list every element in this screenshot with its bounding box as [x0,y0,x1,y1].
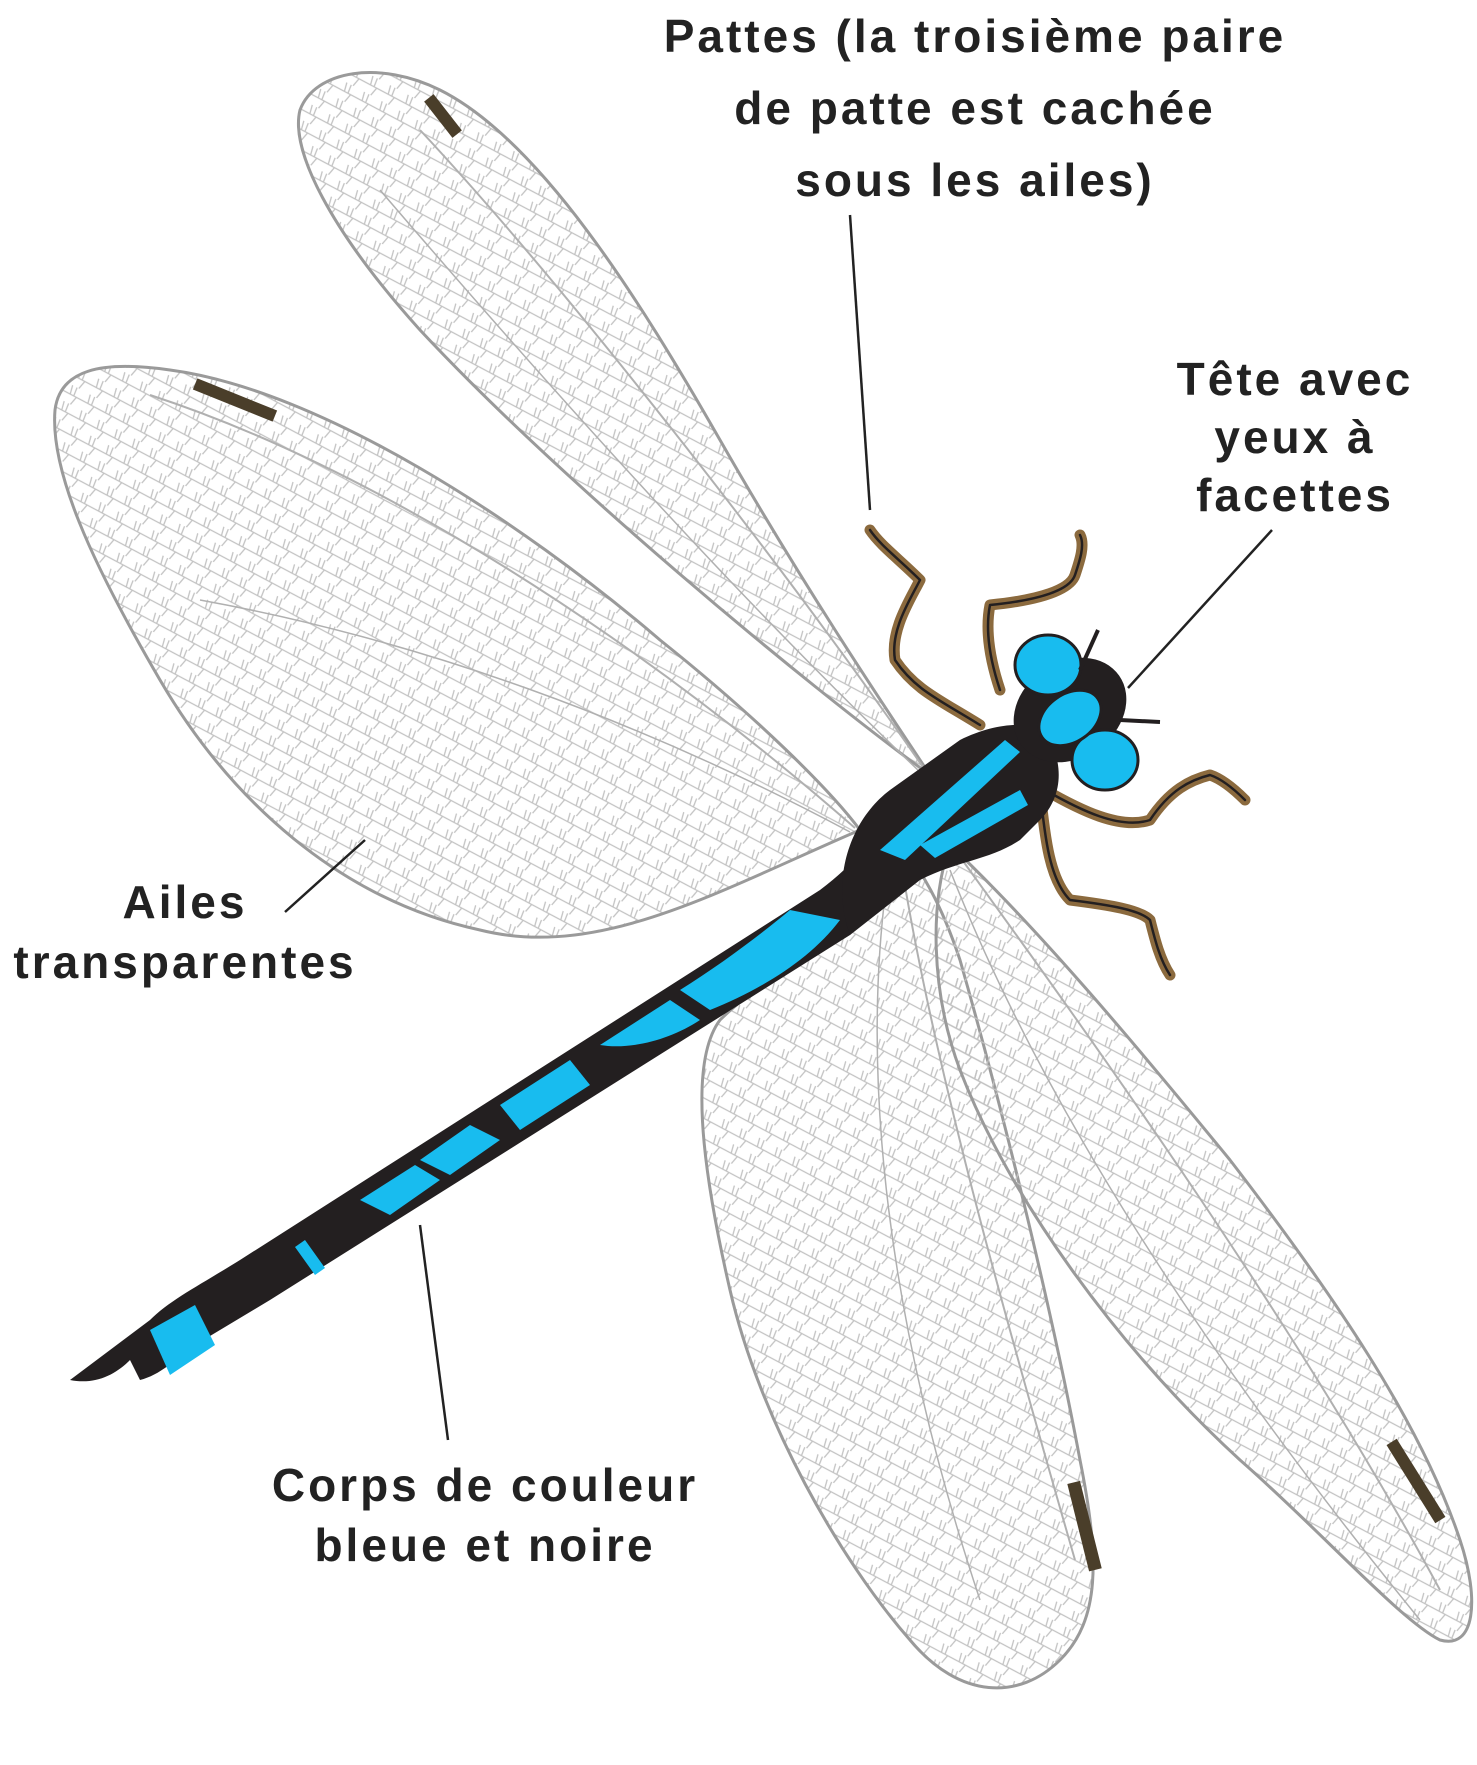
hindwing-left [55,366,860,937]
front-leg-left [870,530,980,725]
label-wings: Ailes transparentes [0,872,370,992]
leader-line-legs [850,215,870,510]
label-legs-line-1: Pattes (la troisième paire [640,0,1310,72]
label-wings-line-1: Ailes [0,872,370,932]
label-head-line-1: Tête avec [1150,350,1440,408]
label-head-line-2: yeux à [1150,408,1440,466]
label-head-line-3: facettes [1150,466,1440,524]
label-legs-line-2: de patte est cachée [640,72,1310,144]
label-body-line-1: Corps de couleur [240,1455,730,1515]
label-body: Corps de couleur bleue et noire [240,1455,730,1575]
label-body-line-2: bleue et noire [240,1515,730,1575]
label-head: Tête avec yeux à facettes [1150,350,1440,524]
leader-line-head [1128,530,1272,688]
middle-leg [1045,775,1245,823]
label-legs: Pattes (la troisième paire de patte est … [640,0,1310,216]
leader-line-body [420,1225,448,1440]
label-wings-line-2: transparentes [0,932,370,992]
compound-eye-upper [1015,635,1081,695]
antenna-lower [1120,720,1160,722]
label-legs-line-3: sous les ailes) [640,144,1310,216]
